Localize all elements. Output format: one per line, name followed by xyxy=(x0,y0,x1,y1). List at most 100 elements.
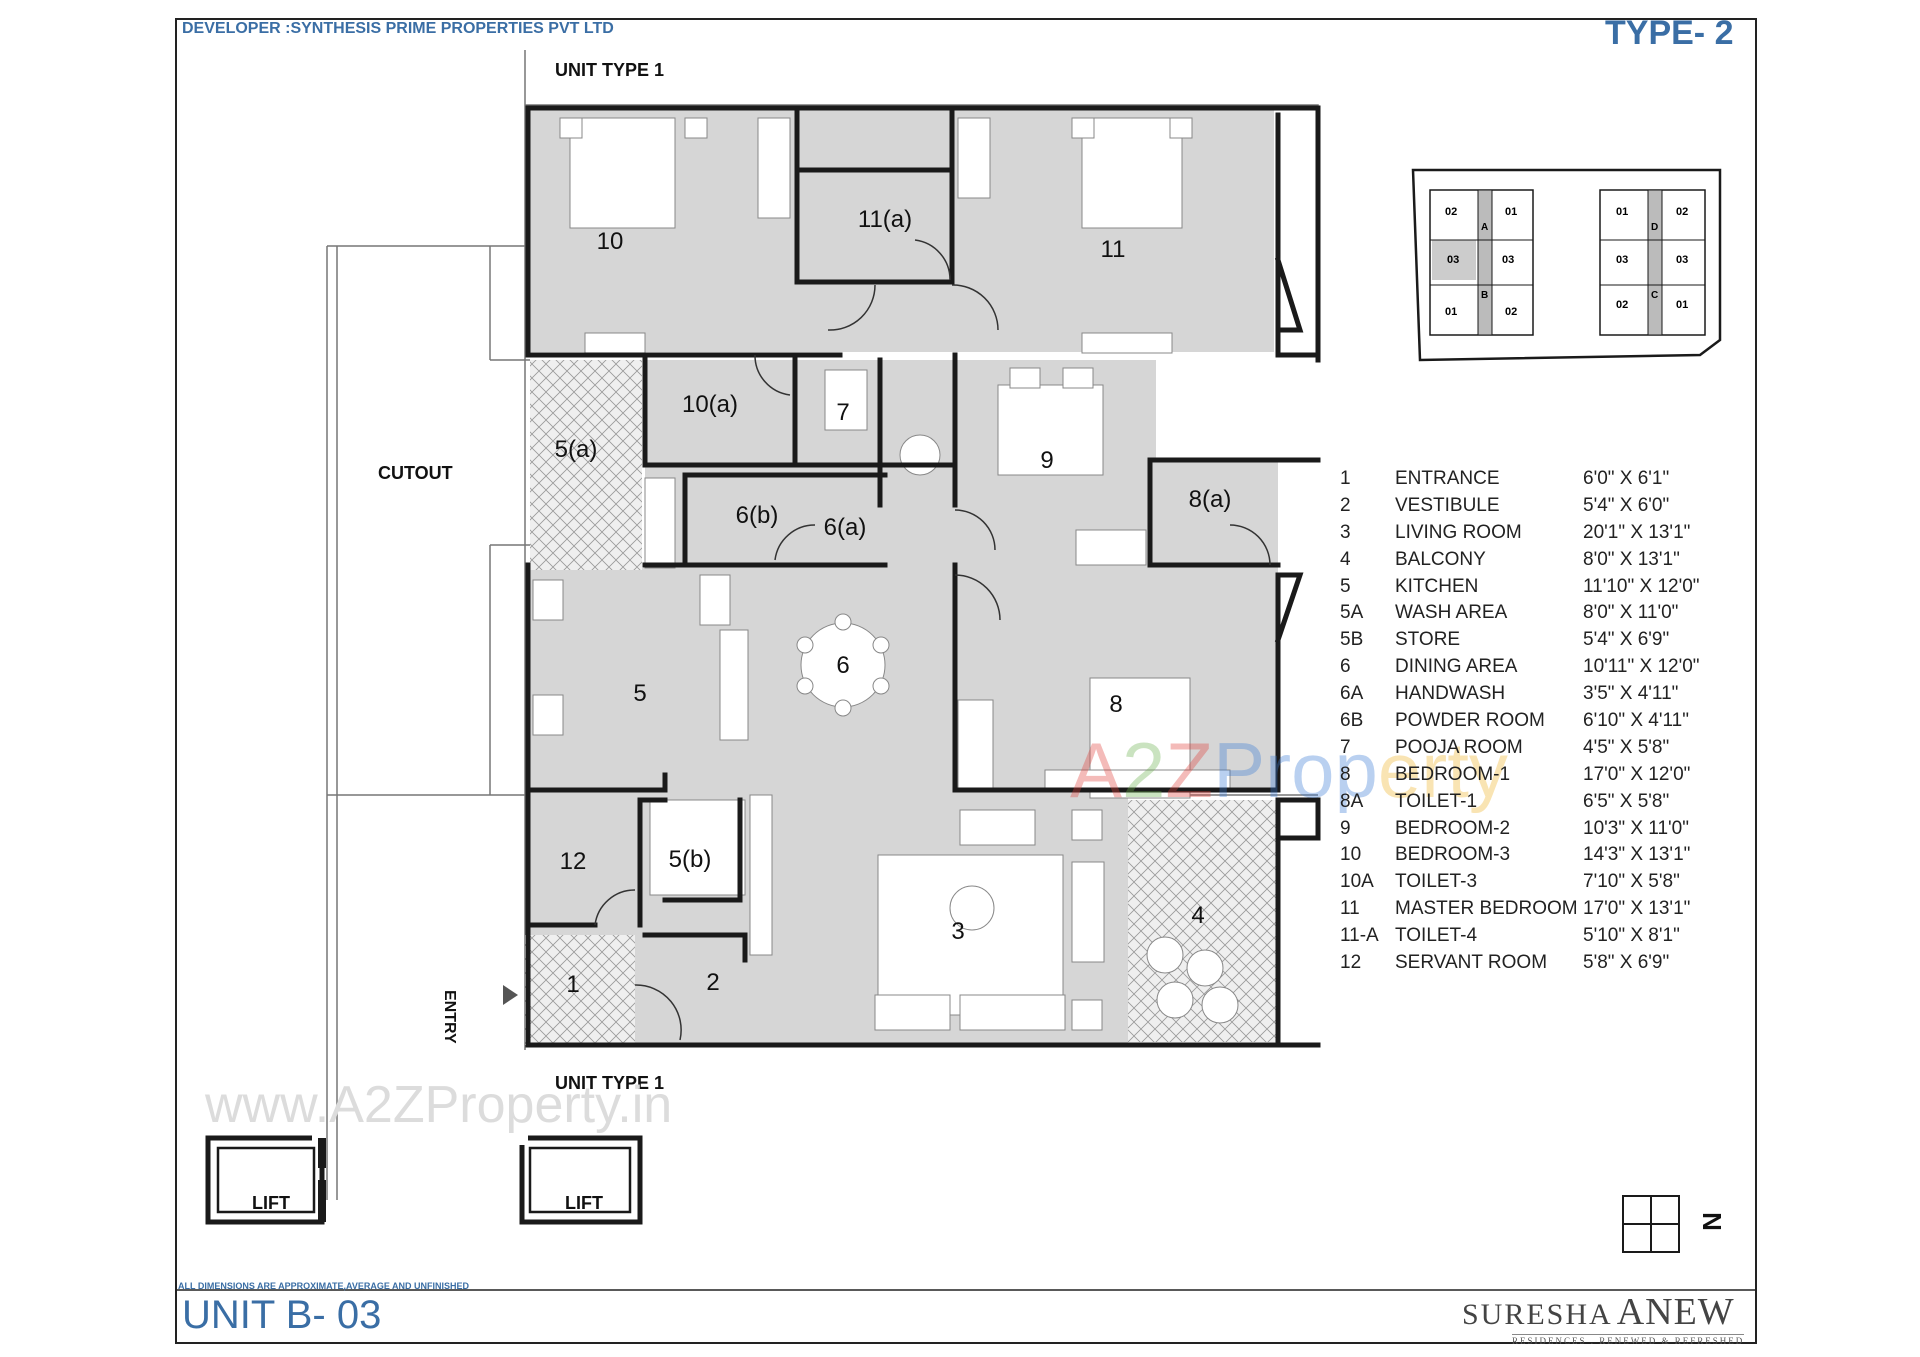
key-left-01b: 01 xyxy=(1445,306,1458,318)
schedule-name: WASH AREA xyxy=(1395,602,1508,624)
schedule-name: POWDER ROOM xyxy=(1395,710,1545,732)
watermark-logo: A2ZProperty xyxy=(1070,725,1508,816)
entry-arrow-icon xyxy=(503,985,518,1005)
schedule-name: MASTER BEDROOM xyxy=(1395,898,1578,920)
schedule-num: 7 xyxy=(1340,736,1351,758)
north-label: N xyxy=(1696,1212,1727,1231)
schedule-name: LIVING ROOM xyxy=(1395,521,1522,543)
furniture xyxy=(532,117,1231,1031)
schedule-name: STORE xyxy=(1395,629,1461,651)
schedule-dim: 6'5" X 5'8" xyxy=(1583,790,1670,812)
unit-type-bottom: UNIT TYPE 1 xyxy=(555,1073,665,1093)
watermark-logo-2: 2 xyxy=(1122,726,1166,814)
room-label-11: 11 xyxy=(1100,236,1126,263)
room-label-5: 5 xyxy=(633,680,647,707)
schedule-name: DINING AREA xyxy=(1395,656,1518,678)
room-label-1: 1 xyxy=(566,971,580,998)
room-label-5b: 5(b) xyxy=(668,846,712,873)
schedule-name: BEDROOM-2 xyxy=(1395,817,1511,839)
schedule-row: 11-A TOILET-4 5'10" X 8'1" xyxy=(1340,925,1720,952)
schedule-num: 9 xyxy=(1340,817,1351,839)
schedule-dim: 10'11" X 12'0" xyxy=(1583,656,1700,678)
schedule-dim: 11'10" X 12'0" xyxy=(1583,575,1700,597)
schedule-name: POOJA ROOM xyxy=(1395,736,1523,758)
schedule-dim: 3'5" X 4'11" xyxy=(1583,683,1679,705)
room-label-12: 12 xyxy=(559,848,587,875)
schedule-dim: 10'3" X 11'0" xyxy=(1583,817,1689,839)
room-label-9: 9 xyxy=(1040,447,1054,474)
room-label-2: 2 xyxy=(706,969,720,996)
schedule-row: 9 BEDROOM-2 10'3" X 11'0" xyxy=(1340,818,1720,845)
room-label-7: 7 xyxy=(836,399,850,426)
schedule-num: 1 xyxy=(1340,468,1351,489)
room-label-6: 6 xyxy=(836,652,850,679)
room-label-10a: 10(a) xyxy=(681,391,739,418)
schedule-row: 6A HANDWASH 3'5" X 4'11" xyxy=(1340,683,1720,710)
watermark-logo-prop: Prop xyxy=(1213,726,1378,814)
key-right-01b: 01 xyxy=(1676,299,1689,311)
schedule-name: BEDROOM-1 xyxy=(1395,763,1511,785)
watermark-logo-a: A xyxy=(1070,726,1123,814)
room-label-6b: 6(b) xyxy=(735,502,779,529)
entry-label: ENTRY xyxy=(441,990,458,1044)
schedule-dim: 5'8" X 6'9" xyxy=(1583,952,1670,974)
key-right-02: 02 xyxy=(1676,206,1689,218)
schedule-row: 5A WASH AREA 8'0" X 11'0" xyxy=(1340,602,1720,629)
dimension-note: ALL DIMENSIONS ARE APPROXIMATE,AVERAGE A… xyxy=(178,1281,470,1291)
schedule-num: 8A xyxy=(1340,790,1364,812)
key-right-03a: 03 xyxy=(1616,254,1629,266)
room-label-8a: 8(a) xyxy=(1188,486,1232,513)
schedule-num: 5A xyxy=(1340,602,1364,624)
type-label: TYPE- 2 xyxy=(1605,14,1734,52)
schedule-dim: 8'0" X 11'0" xyxy=(1583,602,1679,624)
schedule-name: ENTRANCE xyxy=(1395,468,1500,489)
schedule-num: 6B xyxy=(1340,710,1364,732)
schedule-dim: 20'1" X 13'1" xyxy=(1583,521,1691,543)
lift-label-right: LIFT xyxy=(565,1193,603,1213)
brand-part2: ANEW xyxy=(1616,1291,1735,1333)
schedule-num: 10 xyxy=(1340,844,1362,866)
key-letter-c: C xyxy=(1651,290,1659,301)
key-letter-d: D xyxy=(1651,222,1659,233)
lift-shafts xyxy=(205,1135,643,1225)
key-left-03a: 03 xyxy=(1447,254,1460,266)
schedule-num: 10A xyxy=(1340,871,1374,893)
schedule-num: 6A xyxy=(1340,683,1364,705)
watermark-logo-erty: erty xyxy=(1377,726,1508,814)
watermark-logo-z: Z xyxy=(1165,726,1214,814)
schedule-num: 11 xyxy=(1340,898,1360,920)
schedule-num: 8 xyxy=(1340,763,1351,785)
schedule-name: BALCONY xyxy=(1395,548,1486,570)
schedule-name: KITCHEN xyxy=(1395,575,1479,597)
schedule-name: HANDWASH xyxy=(1395,683,1506,705)
walls xyxy=(525,105,1321,1048)
schedule-dim: 5'10" X 8'1" xyxy=(1583,925,1680,947)
schedule-dim: 6'10" X 4'11" xyxy=(1583,710,1689,732)
schedule-dim: 17'0" X 12'0" xyxy=(1583,763,1691,785)
key-left-02: 02 xyxy=(1445,206,1458,218)
schedule-num: 4 xyxy=(1340,548,1351,570)
key-letter-a: A xyxy=(1481,222,1489,233)
lift-inner xyxy=(216,1146,632,1214)
schedule-num: 5B xyxy=(1340,629,1364,651)
schedule-name: TOILET-4 xyxy=(1395,925,1478,947)
compass-icon xyxy=(1622,1195,1680,1253)
schedule-row: 6B POWDER ROOM 6'10" X 4'11" xyxy=(1340,710,1720,737)
wash-area-hatch xyxy=(530,360,642,570)
schedule-row: 8 BEDROOM-1 17'0" X 12'0" xyxy=(1340,764,1720,791)
schedule-num: 11-A xyxy=(1340,925,1379,947)
schedule-dim: 7'10" X 5'8" xyxy=(1583,871,1680,893)
room-label-5a: 5(a) xyxy=(554,436,598,463)
